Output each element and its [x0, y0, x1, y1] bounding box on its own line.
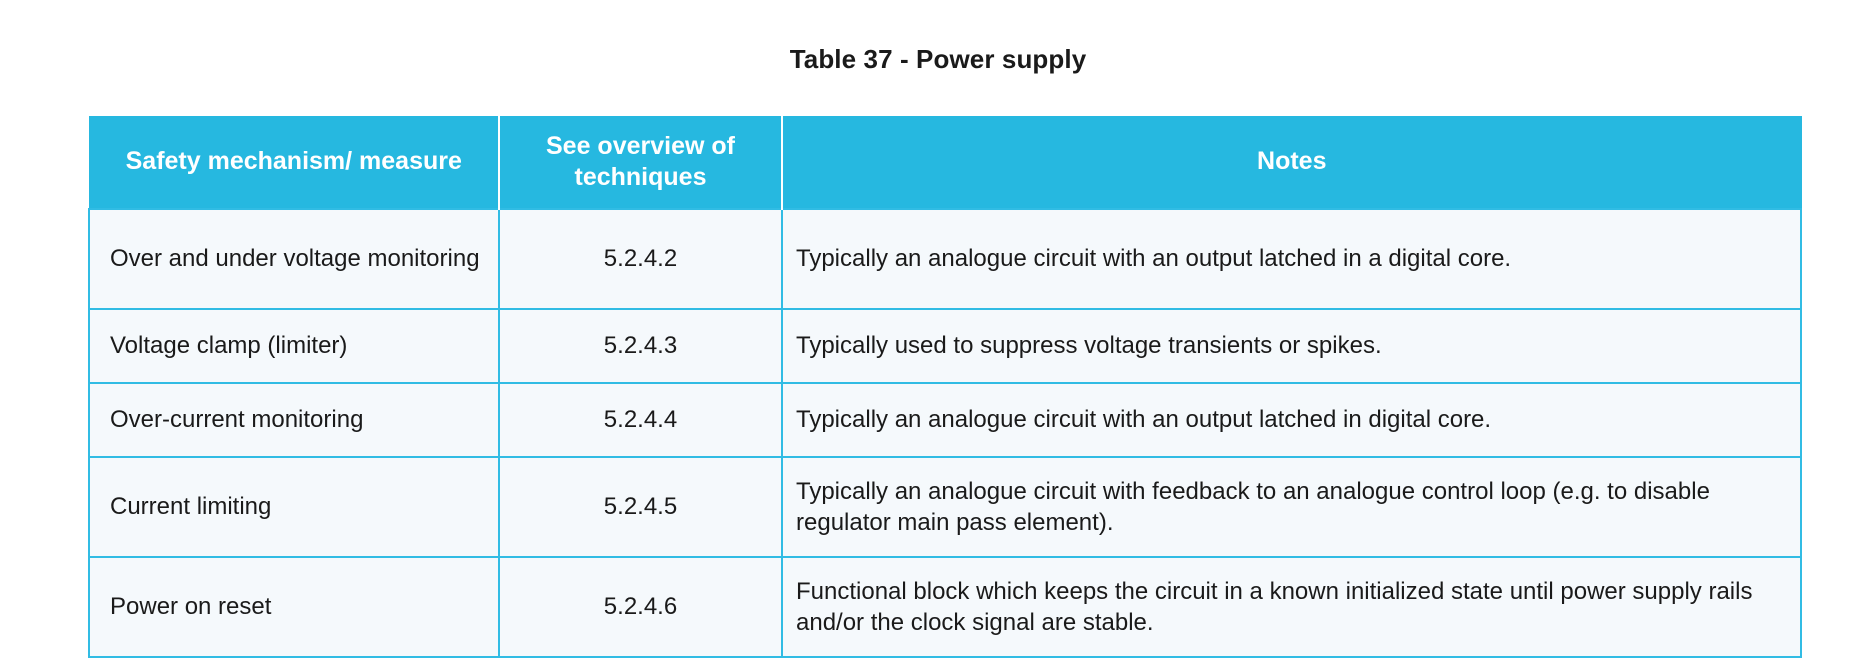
table-row: Over and under voltage monitoring 5.2.4.… — [88, 208, 1802, 310]
cell-notes: Typically an analogue circuit with feedb… — [781, 456, 1802, 558]
table-row: Current limiting 5.2.4.5 Typically an an… — [88, 456, 1802, 558]
cell-technique-reference: 5.2.4.3 — [498, 308, 783, 384]
column-header-notes: Notes — [781, 116, 1802, 210]
table-container: Safety mechanism/ measure See overview o… — [88, 116, 1802, 658]
table-header: Safety mechanism/ measure See overview o… — [88, 116, 1802, 210]
cell-safety-mechanism: Current limiting — [88, 456, 500, 558]
table-body: Over and under voltage monitoring 5.2.4.… — [88, 208, 1802, 658]
table-title: Table 37 - Power supply — [789, 44, 1087, 74]
cell-safety-mechanism: Over and under voltage monitoring — [88, 208, 500, 310]
cell-technique-reference: 5.2.4.5 — [498, 456, 783, 558]
cell-safety-mechanism: Voltage clamp (limiter) — [88, 308, 500, 384]
column-header-see-overview-of-techniques: See overview of techniques — [498, 116, 783, 210]
column-header-safety-mechanism: Safety mechanism/ measure — [88, 116, 500, 210]
cell-notes: Typically an analogue circuit with an ou… — [781, 208, 1802, 310]
table-row: Over-current monitoring 5.2.4.4 Typicall… — [88, 382, 1802, 458]
cell-technique-reference: 5.2.4.6 — [498, 556, 783, 658]
cell-safety-mechanism: Power on reset — [88, 556, 500, 658]
cell-notes: Typically used to suppress voltage trans… — [781, 308, 1802, 384]
table-row: Power on reset 5.2.4.6 Functional block … — [88, 556, 1802, 658]
cell-notes: Functional block which keeps the circuit… — [781, 556, 1802, 658]
cell-notes: Typically an analogue circuit with an ou… — [781, 382, 1802, 458]
table-row: Voltage clamp (limiter) 5.2.4.3 Typicall… — [88, 308, 1802, 384]
table-header-row: Safety mechanism/ measure See overview o… — [88, 116, 1802, 210]
cell-technique-reference: 5.2.4.2 — [498, 208, 783, 310]
power-supply-table: Safety mechanism/ measure See overview o… — [88, 116, 1802, 658]
cell-technique-reference: 5.2.4.4 — [498, 382, 783, 458]
cell-safety-mechanism: Over-current monitoring — [88, 382, 500, 458]
